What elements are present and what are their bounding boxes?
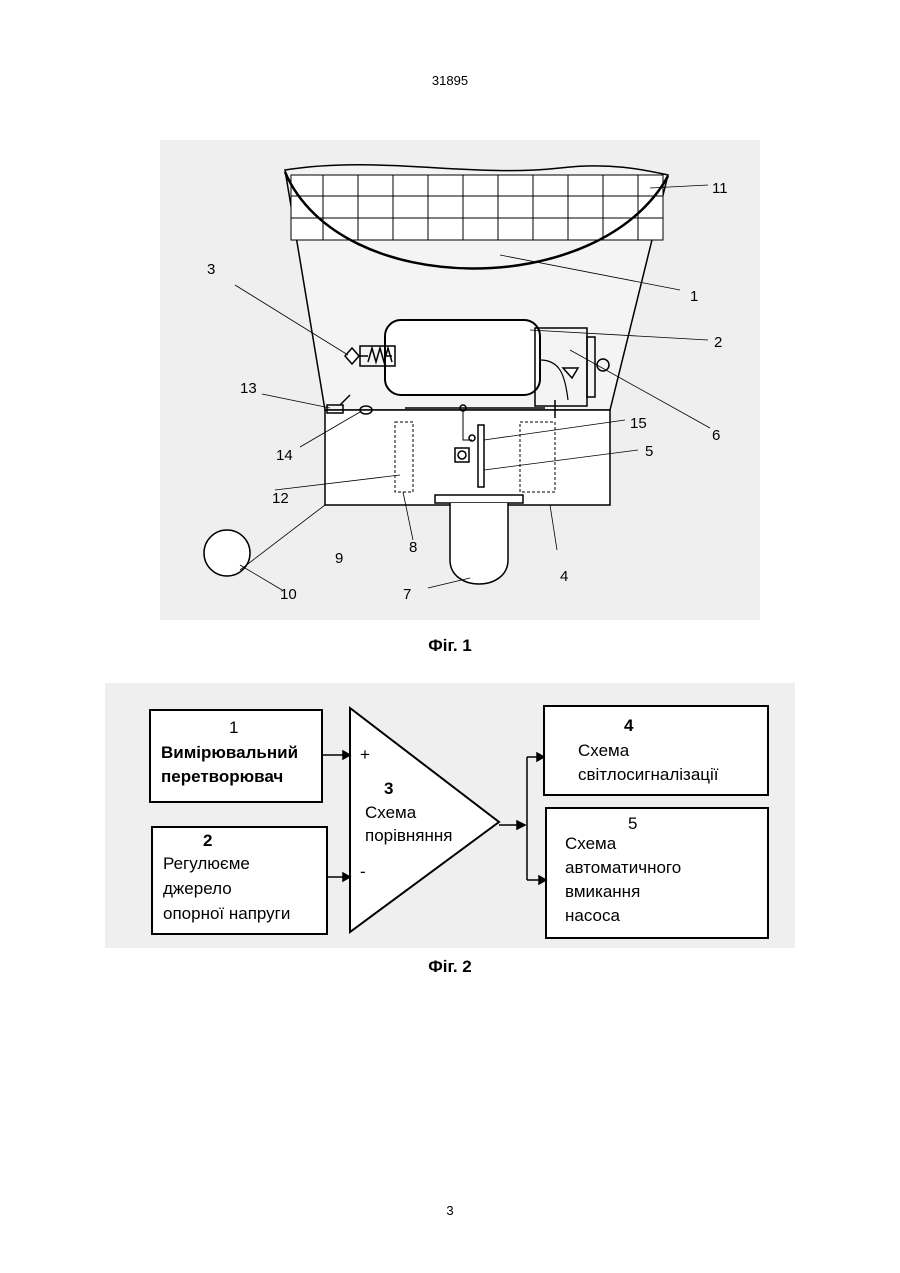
block-3-number: 3 [384,779,393,798]
figure-2-caption: Фіг. 2 [0,957,900,977]
minus-sign: - [360,862,366,881]
block-4-number: 4 [624,716,634,735]
fig1-label-8: 8 [409,539,417,556]
block-2-line2: джерело [163,879,232,898]
block-2-line1: Регулюєме [163,854,250,873]
block-2-line3: опорної напруги [163,904,290,923]
base-housing [325,410,610,505]
block-5-line1: Схема [565,834,617,853]
block-5-line2: автоматичного [565,858,681,877]
block-5-line3: вмикання [565,882,640,901]
figure-1-caption: Фіг. 1 [0,636,900,656]
fig1-label-1: 1 [690,288,698,305]
fig1-label-9: 9 [335,550,343,567]
fig1-label-13: 13 [240,380,257,397]
block-1-line1: Вимірювальний [161,743,298,762]
block-1-number: 1 [229,718,238,737]
block-5-number: 5 [628,814,637,833]
chamber [385,320,540,395]
figure-1-drawing [204,165,710,590]
fig1-label-5: 5 [645,443,653,460]
fig1-label-11: 11 [712,180,728,197]
fig1-label-7: 7 [403,586,411,603]
page-number: 3 [0,1203,900,1218]
mesh-grid [291,175,663,240]
block-1-line2: перетворювач [161,767,283,786]
fig1-label-12: 12 [272,490,289,507]
block-5-line4: насоса [565,906,620,925]
fig1-label-3: 3 [207,261,215,278]
block-3-line2: порівняння [365,826,453,845]
block-2-number: 2 [203,831,212,850]
plus-sign: + [360,745,370,764]
block-4-line2: світлосигналізації [578,765,719,784]
block-3-line1: Схема [365,803,417,822]
fig1-label-15: 15 [630,415,647,432]
fig1-label-14: 14 [276,447,293,464]
block-4-line1: Схема [578,741,630,760]
bulb [450,503,508,584]
fig1-label-6: 6 [712,427,720,444]
float-ball [204,530,250,576]
fig1-label-10: 10 [280,586,297,603]
fig1-label-2: 2 [714,334,722,351]
fig1-label-4: 4 [560,568,568,585]
